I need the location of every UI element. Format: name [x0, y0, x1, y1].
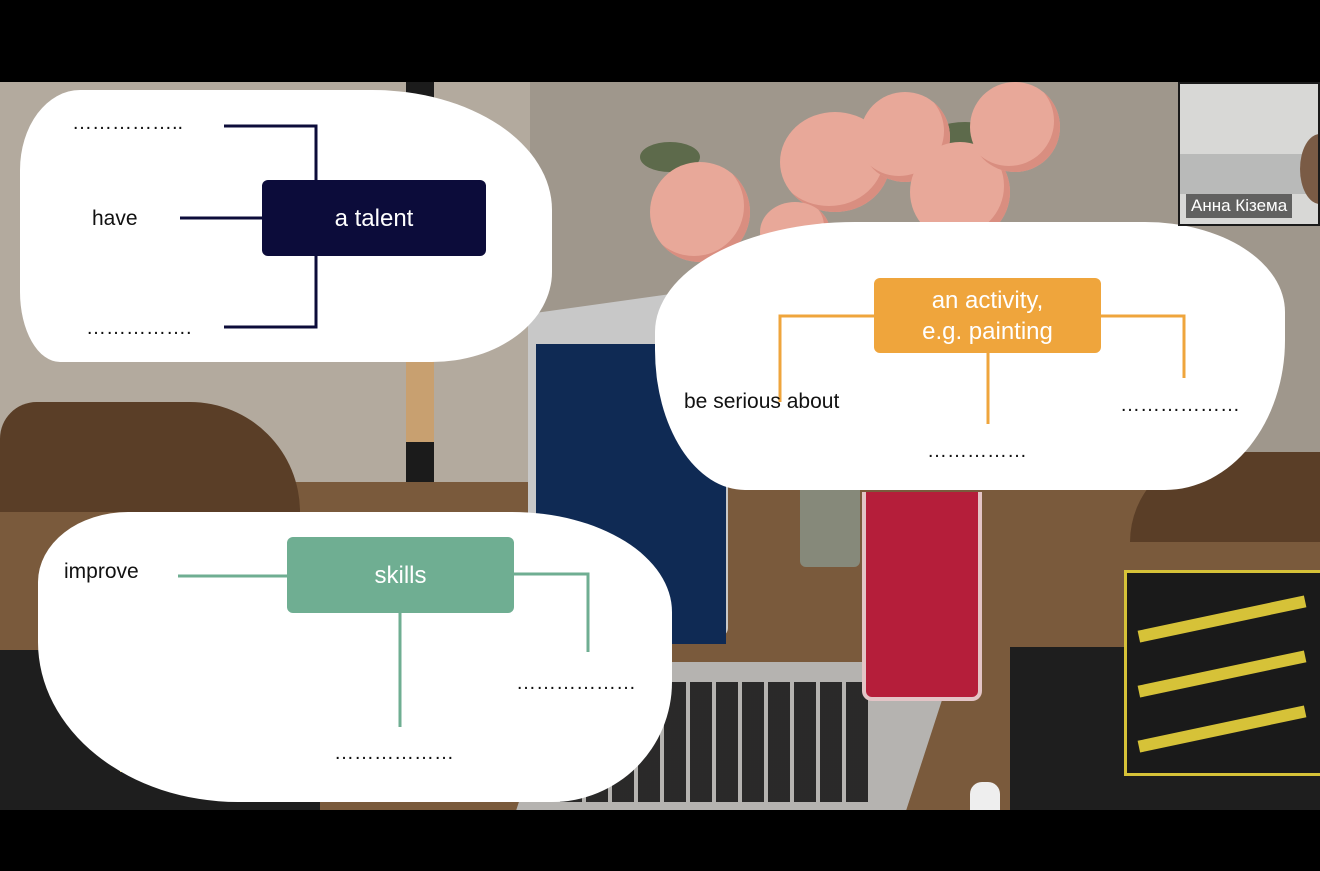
book-right-cover [1124, 570, 1320, 776]
glass-of-juice [862, 492, 982, 701]
skills-center-label: skills [374, 561, 427, 589]
avatar [1300, 134, 1318, 204]
activity-left-label: be serious about [684, 390, 840, 413]
skills-bottom-blank: ……………… [334, 742, 454, 764]
activity-center-line2: e.g. painting [922, 317, 1053, 345]
talent-connector-3 [224, 256, 318, 329]
participant-video-tile[interactable]: Анна Кізема [1178, 82, 1320, 226]
activity-connector-1 [778, 314, 874, 402]
pen [970, 782, 1000, 810]
cloud-activity [655, 222, 1285, 490]
activity-middle-blank: …………… [927, 440, 1027, 462]
talent-center-label: a talent [334, 204, 414, 232]
skills-center-box: skills [287, 537, 514, 613]
top-letterbox [0, 0, 1320, 82]
diagram-activity-lines [778, 314, 1186, 424]
shared-screen: …………….. have ……………. a talent an activity… [0, 82, 1320, 810]
talent-center-box: a talent [262, 180, 486, 256]
talent-connector-1 [224, 124, 318, 180]
talent-left-label: have [92, 207, 138, 230]
bottom-letterbox [0, 810, 1320, 871]
talent-bottom-blank: ……………. [86, 317, 192, 339]
activity-center-line1: an activity, [931, 286, 1044, 314]
participant-name-label: Анна Кізема [1186, 194, 1293, 218]
activity-connector-3 [1101, 314, 1186, 378]
activity-right-blank: ……………… [1120, 394, 1240, 416]
participant-background [1180, 154, 1318, 194]
diagram-talent-lines [180, 124, 318, 329]
talent-top-blank: …………….. [72, 112, 184, 134]
diagram-skills-lines [178, 572, 590, 727]
skills-connector-3 [514, 572, 590, 652]
skills-left-label: improve [64, 560, 139, 583]
activity-center-box: an activity, e.g. painting [874, 278, 1101, 353]
skills-right-blank: ……………… [516, 672, 636, 694]
chair [0, 402, 300, 512]
